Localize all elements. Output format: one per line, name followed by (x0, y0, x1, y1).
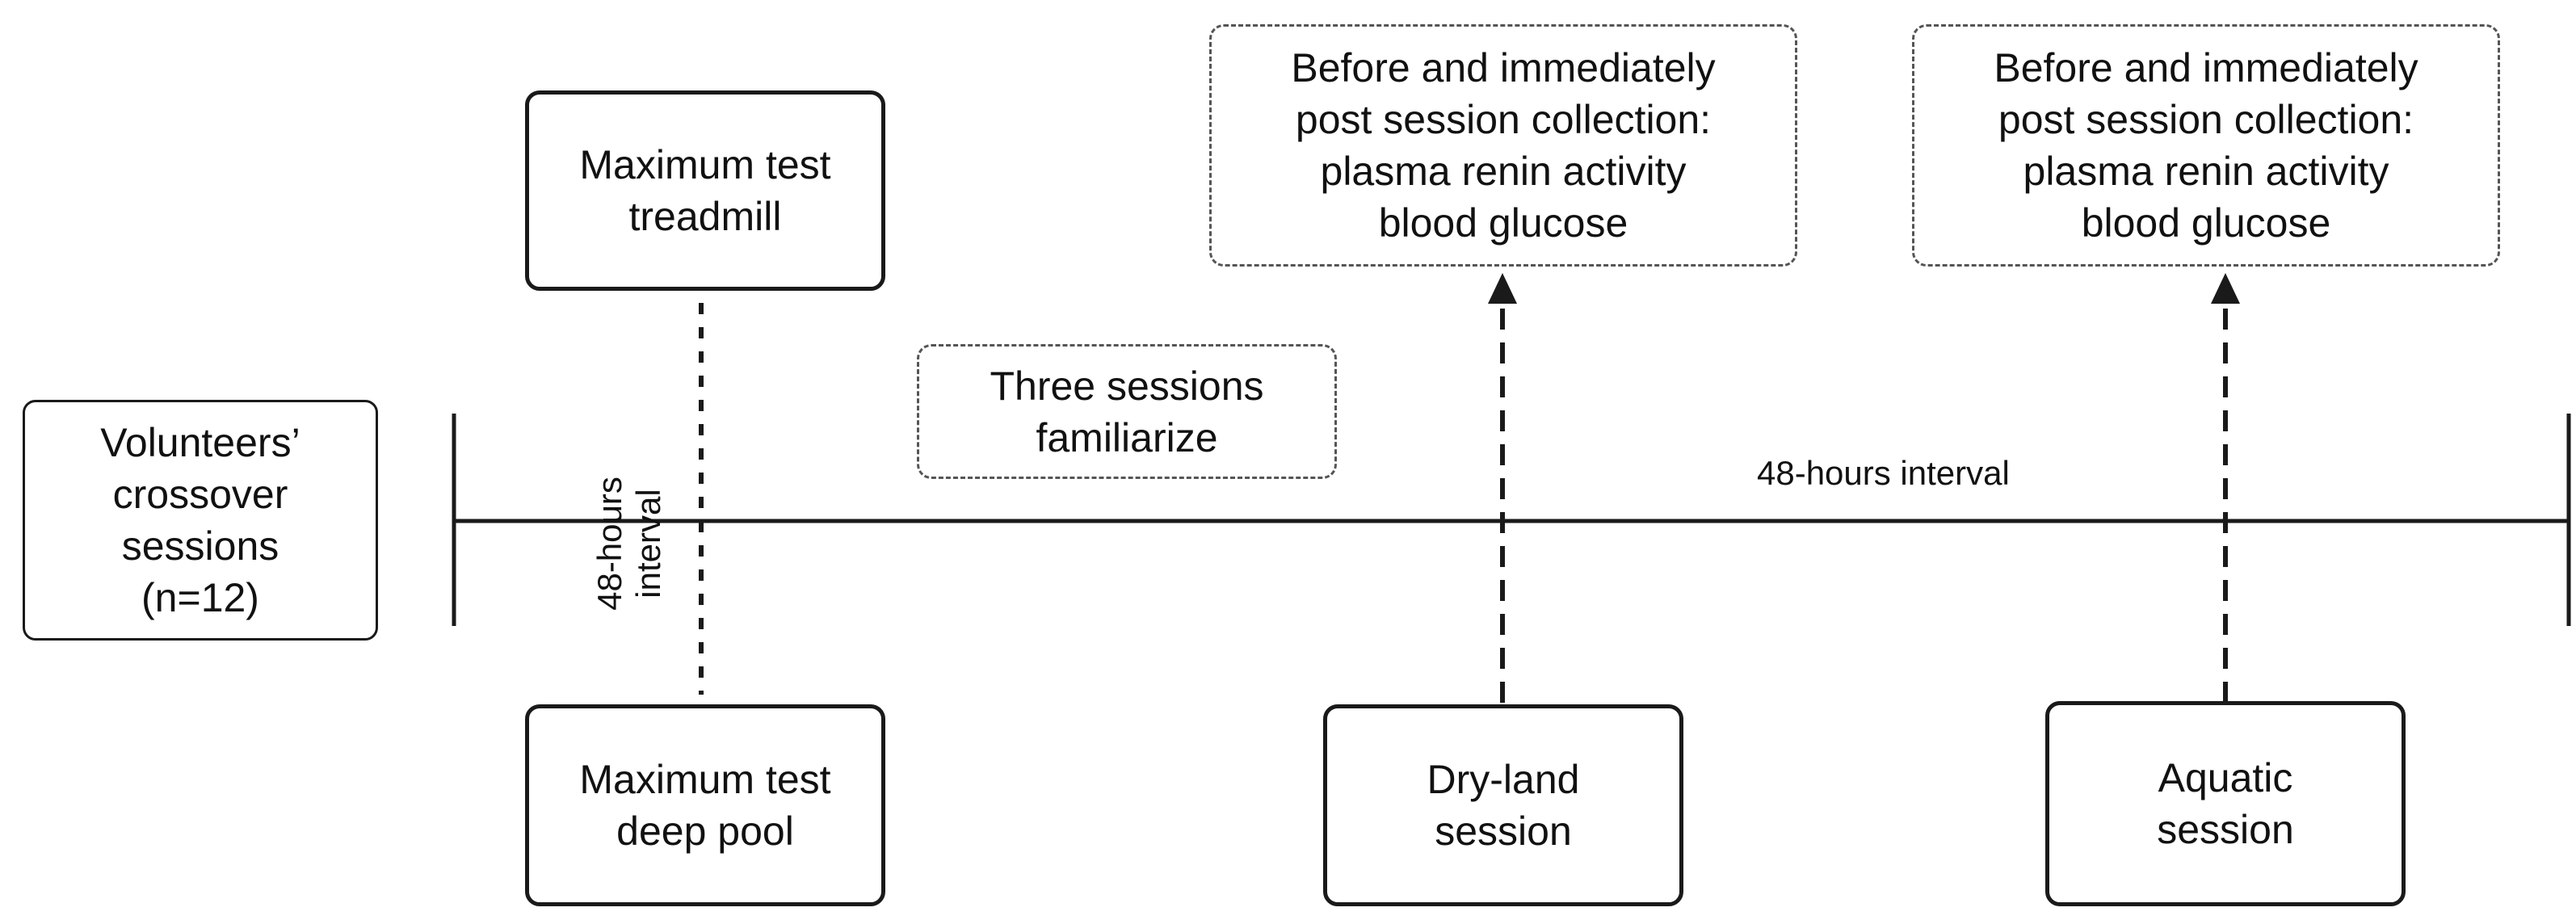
collection-1-line-4: blood glucose (1378, 200, 1628, 246)
collection-2-line-3: plasma renin activity (2023, 149, 2389, 194)
collection-box-aquatic: Before and immediately post session coll… (1912, 24, 2500, 267)
collection-1-line-2: post session collection: (1295, 97, 1712, 142)
volunteers-line-3: sessions (121, 523, 279, 569)
aquatic-line-1: Aquatic (2158, 755, 2293, 800)
aquatic-session-box: Aquatic session (2045, 701, 2406, 906)
aquatic-line-2: session (2157, 807, 2294, 852)
collection-2-line-2: post session collection: (1998, 97, 2414, 142)
familiarize-box: Three sessions familiarize (917, 344, 1337, 479)
volunteers-line-2: crossover (112, 472, 288, 517)
treadmill-line-1: Maximum test (579, 142, 831, 187)
dryland-line-1: Dry-land (1427, 757, 1580, 802)
max-test-deep-pool-box: Maximum test deep pool (525, 704, 885, 906)
collection-box-dryland: Before and immediately post session coll… (1209, 24, 1797, 267)
collection-1-line-1: Before and immediately (1291, 45, 1716, 90)
collection-2-line-1: Before and immediately (1994, 45, 2418, 90)
treadmill-line-2: treadmill (628, 194, 782, 239)
interval-vertical-line-1: 48-hours (590, 477, 628, 611)
deep-pool-line-2: deep pool (616, 809, 794, 854)
volunteers-box: Volunteers’ crossover sessions (n=12) (23, 400, 378, 641)
familiarize-line-2: familiarize (1036, 414, 1218, 460)
max-test-treadmill-box: Maximum test treadmill (525, 90, 885, 291)
volunteers-line-1: Volunteers’ (100, 420, 300, 465)
collection-1-line-3: plasma renin activity (1320, 149, 1687, 194)
dryland-arrowhead (1488, 273, 1517, 304)
interval-vertical-label: 48-hours interval (590, 471, 671, 616)
collection-2-line-4: blood glucose (2081, 200, 2331, 246)
deep-pool-line-1: Maximum test (579, 757, 831, 802)
dryland-session-box: Dry-land session (1323, 704, 1683, 906)
aquatic-arrowhead (2211, 273, 2240, 304)
familiarize-line-1: Three sessions (990, 363, 1264, 409)
dryland-line-2: session (1435, 809, 1572, 854)
interval-vertical-line-2: interval (629, 489, 667, 599)
volunteers-line-4: (n=12) (141, 575, 259, 620)
interval-horizontal-label: 48-hours interval (1757, 454, 2010, 492)
